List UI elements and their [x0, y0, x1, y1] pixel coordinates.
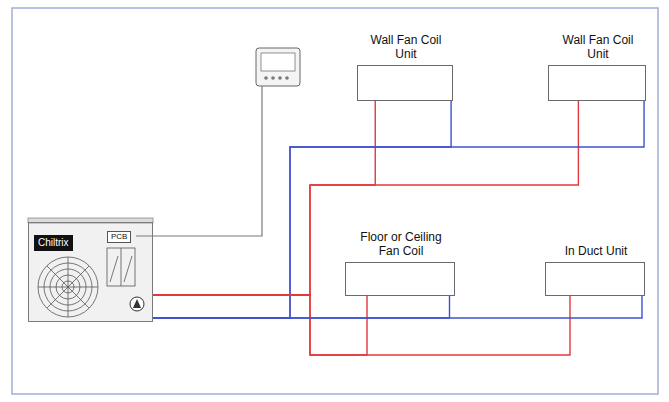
pipe — [153, 101, 644, 318]
unit-heading: Floor or Ceiling Fan Coil — [351, 231, 451, 259]
pipe — [153, 295, 570, 355]
fan-coil-box: In Duct Unit — [545, 262, 645, 296]
control-wire — [136, 86, 262, 236]
pipe — [153, 296, 450, 318]
fan-coil-box: Wall Fan Coil Unit — [548, 65, 646, 101]
chiller-unit: Chiltrix PCB — [28, 222, 153, 322]
pipe — [153, 296, 642, 318]
fan-coil-box: Floor or Ceiling Fan Coil — [345, 262, 455, 296]
pump-symbol — [130, 297, 144, 311]
brand-label: Chiltrix — [34, 235, 73, 251]
pipe — [153, 101, 578, 295]
chiller-body — [28, 222, 153, 322]
pcb-box: PCB — [107, 231, 131, 243]
pcb-label: PCB — [108, 232, 130, 242]
fan-symbol — [38, 257, 98, 317]
frame — [12, 8, 658, 394]
unit-heading: In Duct Unit — [546, 245, 646, 259]
pipe — [153, 101, 375, 295]
internal-parts — [107, 248, 135, 286]
unit-heading: Wall Fan Coil Unit — [559, 34, 637, 62]
thermostat — [256, 48, 300, 86]
fan-coil-box: Wall Fan Coil Unit — [357, 65, 453, 101]
unit-heading: Wall Fan Coil Unit — [367, 34, 445, 62]
pipe — [153, 295, 367, 355]
